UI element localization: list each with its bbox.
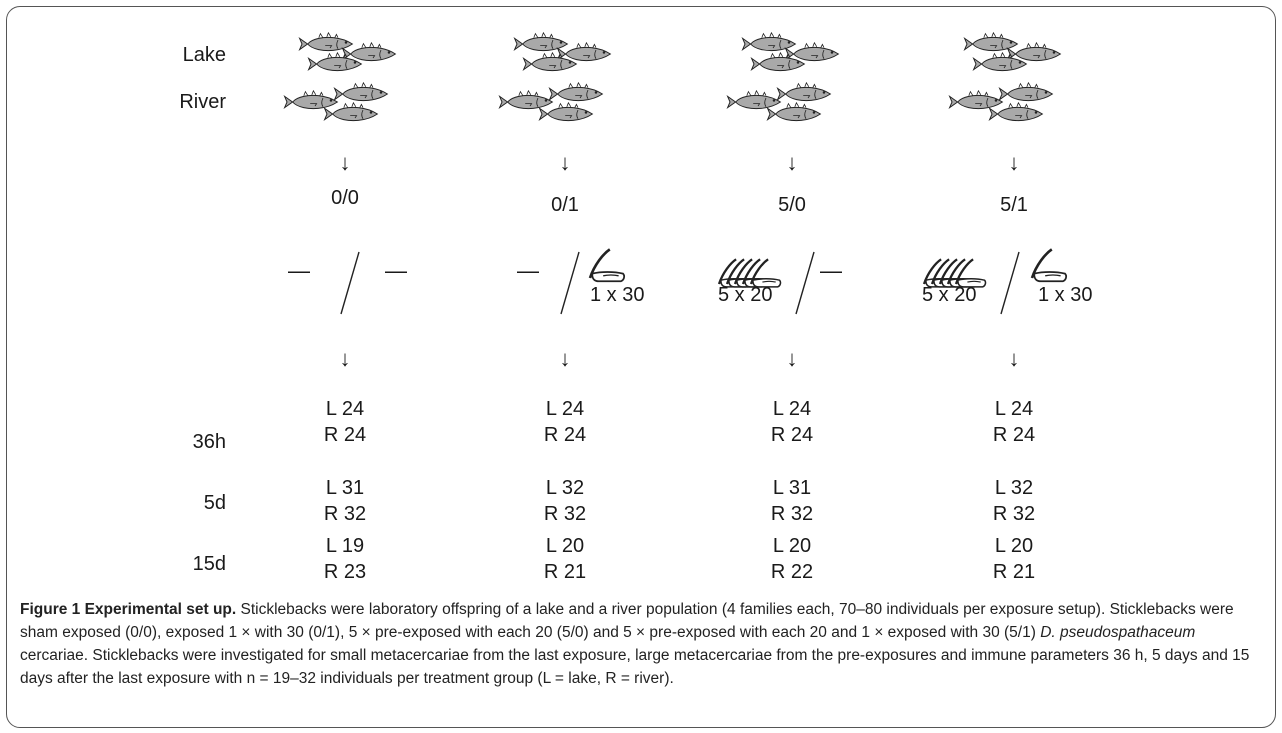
exposure-label-col2: 1 x 30 xyxy=(590,284,645,306)
figure-frame xyxy=(6,6,1276,728)
row-label-river: River xyxy=(179,91,226,113)
no-pre-exposure-dash: — xyxy=(288,258,310,283)
fish-group-lake-col1 xyxy=(299,32,396,72)
slash-divider xyxy=(795,251,815,315)
slash-divider xyxy=(560,251,580,315)
row-label-15d: 15d xyxy=(192,553,226,575)
treatment-code-col1: 0/0 xyxy=(331,187,359,209)
treatment-code-col3: 5/0 xyxy=(778,194,806,216)
row-label-36h: 36h xyxy=(192,431,226,453)
arrow-down-icon: ↓ xyxy=(1008,150,1020,175)
arrow-down-icon: ↓ xyxy=(786,346,798,371)
pre-exposure-label-col4: 5 x 20 xyxy=(922,284,977,306)
arrow-down-icon: ↓ xyxy=(786,150,798,175)
arrow-down-icon: ↓ xyxy=(339,346,351,371)
exposure-label-col4: 1 x 30 xyxy=(1038,284,1093,306)
fish-group-river-col4 xyxy=(949,82,1053,122)
no-pre-exposure-dash: — xyxy=(517,258,539,283)
caption-title: Figure 1 Experimental set up. xyxy=(20,601,237,618)
arrow-down-icon: ↓ xyxy=(1008,346,1020,371)
fish-group-river-col3 xyxy=(727,82,831,122)
slash-divider xyxy=(1000,251,1020,315)
fish-group-lake-col2 xyxy=(514,32,611,72)
fish-group-river-col2 xyxy=(499,82,603,122)
arrow-down-icon: ↓ xyxy=(559,150,571,175)
figure-caption: Figure 1 Experimental set up. Sticklebac… xyxy=(20,601,1250,687)
treatment-code-col2: 0/1 xyxy=(551,194,579,216)
no-exposure-dash: — xyxy=(820,258,842,283)
fish-group-river-col1 xyxy=(284,82,388,122)
pre-exposure-label-col3: 5 x 20 xyxy=(718,284,773,306)
row-label-lake: Lake xyxy=(182,44,226,66)
treatment-code-col4: 5/1 xyxy=(1000,194,1028,216)
arrow-down-icon: ↓ xyxy=(339,150,351,175)
arrow-down-icon: ↓ xyxy=(559,346,571,371)
slash-divider xyxy=(340,251,360,315)
no-exposure-dash: — xyxy=(385,258,407,283)
fish-group-lake-col3 xyxy=(742,32,839,72)
fish-group-lake-col4 xyxy=(964,32,1061,72)
row-label-5d: 5d xyxy=(203,492,226,514)
